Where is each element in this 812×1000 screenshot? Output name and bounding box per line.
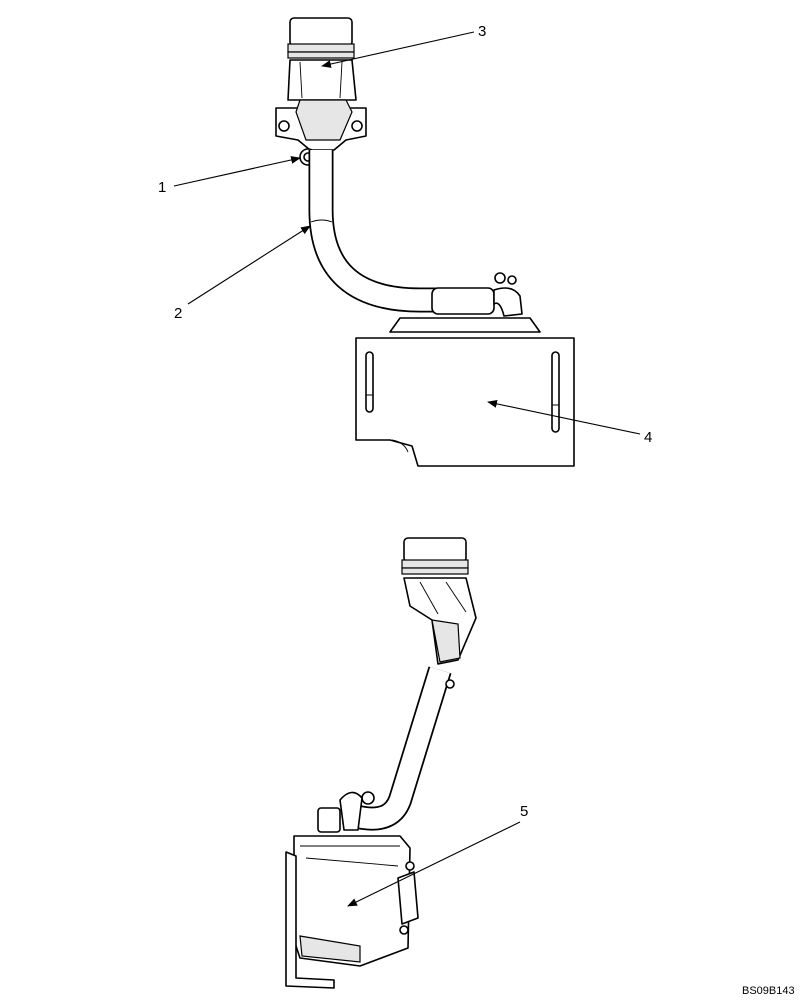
- reference-code: BS09B143: [742, 985, 795, 997]
- leader-3: [321, 31, 475, 68]
- lower-assembly: [285, 537, 477, 989]
- reservoir-tank-upper: [355, 337, 575, 467]
- leader-4: [487, 399, 641, 435]
- callout-4: 4: [644, 429, 652, 446]
- hose-lower: [350, 666, 455, 831]
- filler-cap-top: [275, 17, 367, 151]
- callout-2: 2: [174, 305, 182, 322]
- callout-labels: 1 2 3 4 5: [158, 23, 652, 820]
- tank-fittings-lower: [317, 791, 363, 833]
- callout-1: 1: [158, 179, 166, 196]
- reservoir-tank-lower: [285, 835, 419, 989]
- callout-5: 5: [520, 803, 528, 820]
- upper-assembly: [275, 17, 575, 467]
- leader-5: [347, 821, 521, 907]
- hose-upper: [308, 150, 440, 313]
- callout-leaders: [173, 31, 641, 907]
- callout-3: 3: [478, 23, 486, 40]
- leader-2: [187, 225, 311, 305]
- filler-cap-lower: [401, 537, 477, 665]
- tank-fittings-upper: [389, 272, 541, 333]
- leader-1: [173, 156, 301, 187]
